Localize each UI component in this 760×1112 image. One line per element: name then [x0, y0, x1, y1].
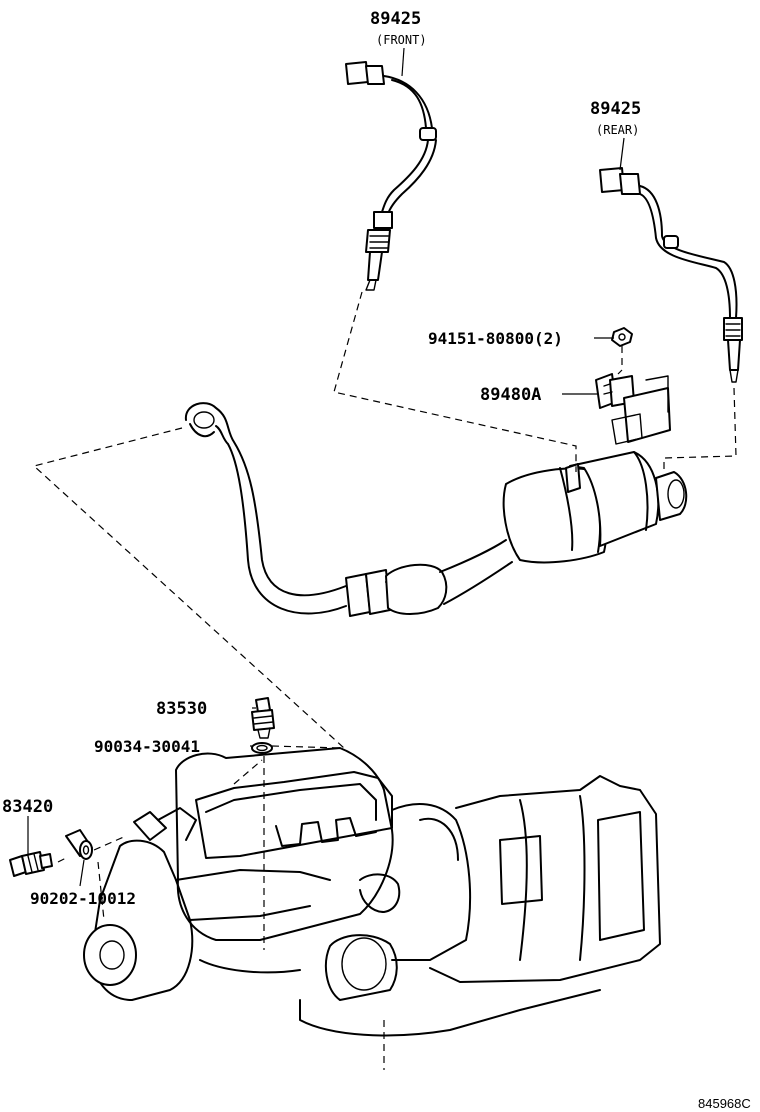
assembly-dashed-lines: [32, 291, 737, 1070]
rear-oxygen-sensor[interactable]: [599, 167, 743, 383]
bracket-nut[interactable]: [611, 327, 633, 347]
oil-pressure-switch[interactable]: [251, 697, 275, 739]
label-temp-sender-number: 83420: [2, 797, 53, 817]
label-rear-sensor-number: 89425: [590, 99, 641, 119]
temperature-sender-washer[interactable]: [79, 840, 93, 860]
sensor-bracket[interactable]: [595, 373, 671, 445]
label-nut-number: 94151-80800(2): [428, 329, 563, 348]
label-washer-number: 90202-10012: [30, 889, 136, 908]
label-gasket-number: 90034-30041: [94, 737, 200, 756]
exhaust-pipe-catalytic-converter: [184, 402, 688, 617]
label-front-sensor-number: 89425: [370, 9, 421, 29]
front-oxygen-sensor[interactable]: [345, 61, 437, 291]
label-bracket-number: 89480A: [480, 385, 541, 405]
transmission-assembly: [65, 747, 661, 1037]
leader-lines: [27, 47, 625, 887]
oil-switch-gasket[interactable]: [251, 742, 273, 754]
label-rear-sensor-note: (REAR): [596, 123, 639, 137]
illustration-code: 845968C: [698, 1096, 751, 1111]
label-oil-switch-number: 83530: [156, 699, 207, 719]
temperature-sender[interactable]: [9, 851, 53, 877]
label-front-sensor-note: (FRONT): [376, 33, 427, 47]
